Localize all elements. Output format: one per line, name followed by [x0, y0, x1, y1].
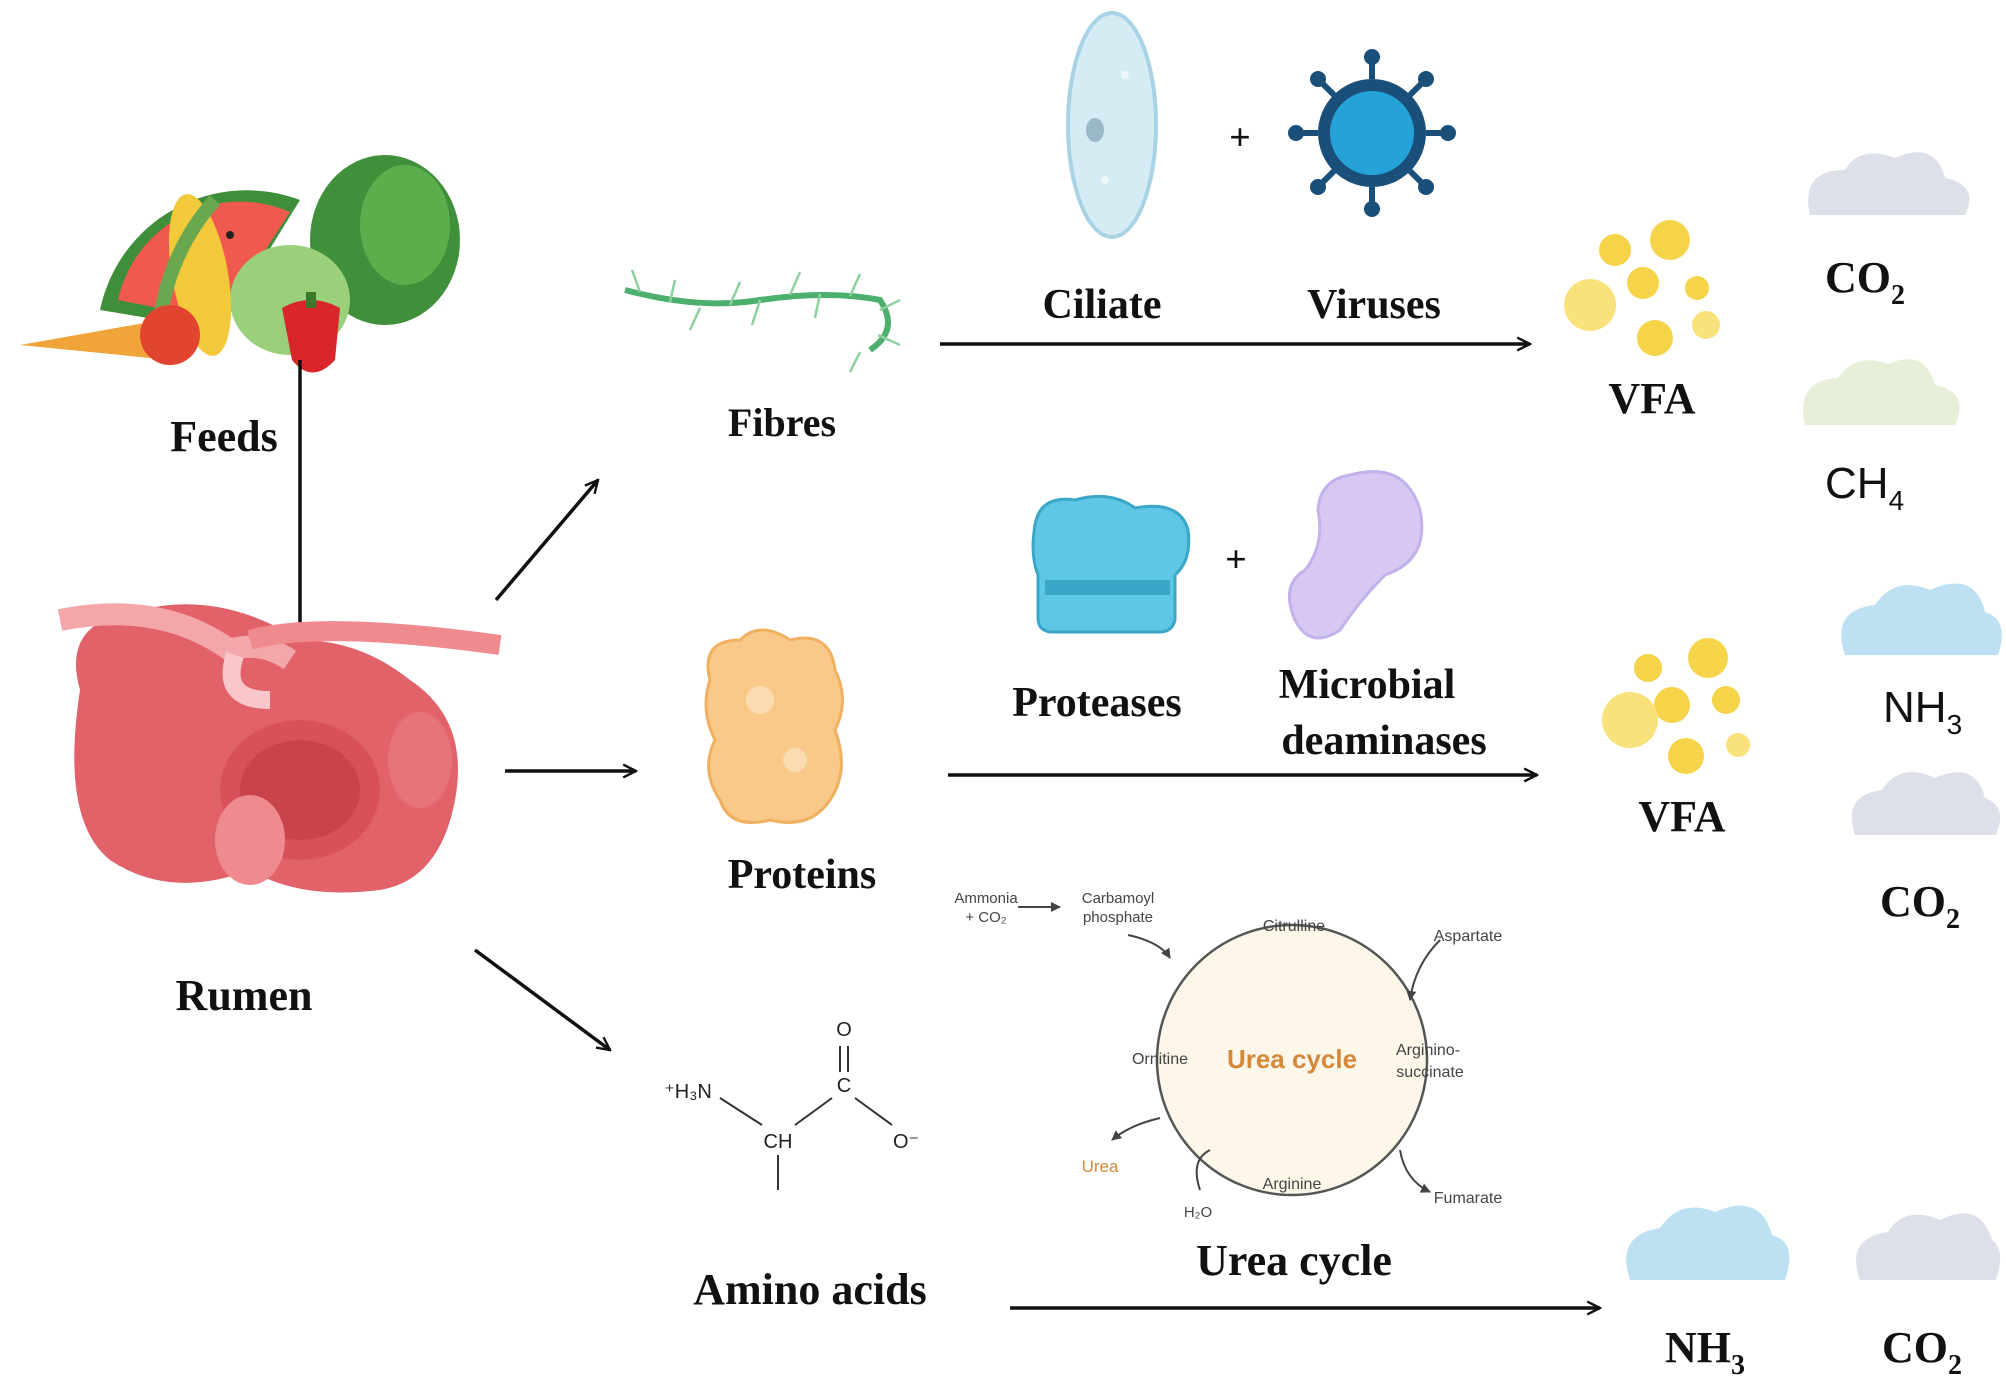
ciliate-label: Ciliate	[1043, 282, 1162, 328]
rumen-to-fibres-arrow	[494, 480, 598, 602]
carbonyl-oxygen: O	[836, 1019, 852, 1041]
urea-carbamoyl: Carbamoyl	[1082, 890, 1155, 907]
deaminases-label: deaminases	[1281, 718, 1486, 764]
urea-plus-co2: + CO₂	[965, 909, 1006, 926]
urea-ornitine: Ornitine	[1132, 1051, 1188, 1068]
bot-co2-label: CO2	[1882, 1323, 1962, 1381]
urea-argininosuccinate-1: Argininо-	[1396, 1042, 1460, 1059]
rumen-icon	[57, 603, 502, 893]
urea-water: H₂O	[1184, 1204, 1212, 1221]
mid-nh3-label: NH3	[1883, 683, 1962, 740]
ciliate-plus: +	[1229, 117, 1251, 159]
vfa-mid-label: VFA	[1638, 792, 1725, 841]
urea-aspartate: Aspartate	[1434, 928, 1503, 945]
carbonyl-carbon: C	[837, 1075, 851, 1097]
urea-phosphate: phosphate	[1083, 909, 1153, 926]
urea-cycle-caption: Urea cycle	[1196, 1236, 1392, 1285]
proteins-label: Proteins	[728, 852, 877, 898]
co2-cloud-icon	[1856, 1213, 2001, 1280]
vfa-top-label: VFA	[1608, 374, 1695, 423]
co2-cloud-icon	[1851, 772, 2001, 835]
protein-icon	[704, 628, 844, 824]
fibre-icon	[624, 269, 901, 373]
nh3-cloud-icon	[1841, 583, 2002, 655]
ch4-cloud-icon	[1803, 359, 1960, 425]
deaminase-icon	[1287, 470, 1424, 640]
urea-cycle-diagram	[1018, 902, 1441, 1197]
nh3-cloud-icon	[1626, 1205, 1790, 1280]
protease-icon	[1031, 494, 1191, 634]
urea-arginine: Arginine	[1263, 1176, 1322, 1193]
carboxylate-oxygen: O⁻	[893, 1131, 919, 1153]
amino-acid-structure	[719, 1046, 893, 1190]
bot-nh3-label: NH3	[1665, 1323, 1745, 1381]
fibres-label: Fibres	[728, 400, 836, 445]
urea-cycle-center-label: Urea cycle	[1227, 1044, 1357, 1074]
amino-acids-label: Amino acids	[693, 1265, 926, 1314]
virus-icon	[1288, 49, 1456, 217]
ciliate-icon	[1066, 11, 1158, 239]
top-co2-label: CO2	[1825, 253, 1905, 311]
rumen-label: Rumen	[176, 971, 313, 1020]
urea-product: Urea	[1082, 1157, 1119, 1176]
urea-argininosuccinate-2: succinate	[1396, 1064, 1464, 1081]
alpha-carbon: CH	[764, 1131, 793, 1153]
urea-fumarate: Fumarate	[1434, 1190, 1503, 1207]
feeds-label: Feeds	[170, 412, 278, 461]
co2-cloud-icon	[1808, 152, 1970, 215]
rumen-to-amino-acids-arrow	[473, 948, 610, 1050]
feeds-icon	[20, 155, 460, 373]
microbial-label: Microbial	[1279, 662, 1456, 708]
proteases-label: Proteases	[1012, 680, 1182, 726]
mid-co2-label: CO2	[1880, 877, 1960, 935]
viruses-label: Viruses	[1307, 282, 1441, 328]
vfa-top-bubbles	[1564, 220, 1720, 356]
top-ch4-label: CH4	[1825, 459, 1904, 516]
urea-ammonia: Ammonia	[954, 890, 1018, 907]
protease-plus: +	[1225, 539, 1247, 581]
vfa-mid-bubbles	[1602, 638, 1750, 774]
amine-group: ⁺H₃N	[664, 1081, 712, 1103]
urea-citrulline: Citrulline	[1263, 918, 1325, 935]
